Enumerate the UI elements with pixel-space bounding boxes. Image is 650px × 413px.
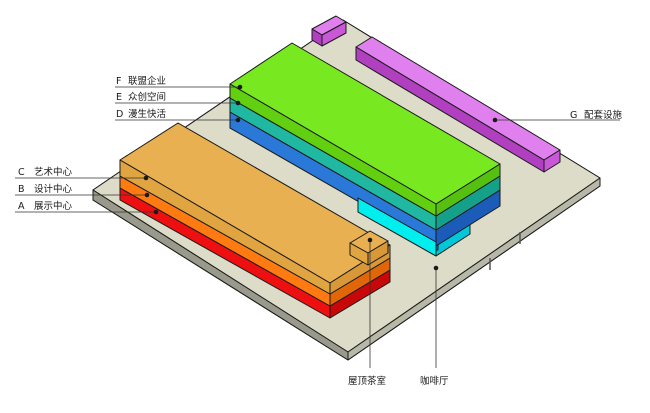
label-E-text: 众创空间 (128, 91, 166, 103)
label-G-text: 配套设施 (584, 109, 623, 121)
label-F-letter: F (116, 76, 121, 87)
callout-labels: F 联盟企业 E 众创空间 D 漫生快活 C 艺术中心 B 设计中心 A 展示中… (18, 75, 623, 387)
label-D-letter: D (116, 109, 123, 120)
building-DEF-stack (229, 42, 501, 257)
label-B-text: 设计中心 (34, 183, 73, 195)
label-A-letter: A (18, 201, 25, 212)
label-rooftop-tea-room: 屋顶茶室 (348, 375, 386, 387)
building-ABC-stack (119, 122, 391, 319)
label-B-letter: B (18, 184, 25, 195)
label-C-text: 艺术中心 (34, 166, 73, 178)
label-F-text: 联盟企业 (128, 75, 166, 87)
label-A-text: 展示中心 (34, 200, 73, 212)
label-C-letter: C (18, 167, 25, 178)
label-cafe: 咖啡厅 (420, 375, 449, 387)
leader-lines (15, 84, 620, 368)
label-D-text: 漫生快活 (128, 108, 167, 120)
label-E-letter: E (116, 92, 122, 103)
building-G-supporting-facilities (311, 15, 561, 173)
label-G-letter: G (570, 110, 577, 121)
